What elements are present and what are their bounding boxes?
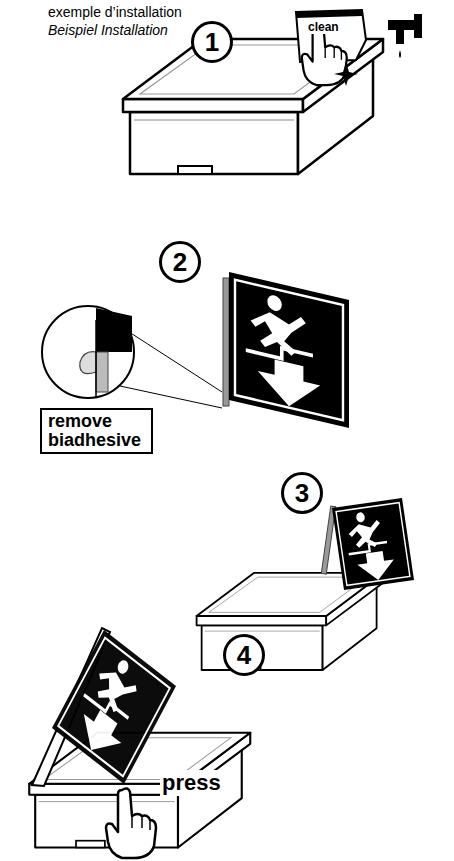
step-number: 3 [281, 472, 323, 514]
instruction-box: remove biadhesive [40, 408, 153, 454]
step-number-text: 1 [205, 29, 219, 55]
action-label: press [160, 770, 223, 796]
step-number-text: 3 [295, 480, 309, 506]
caption-german: Beispiel Installation [46, 22, 170, 38]
caption-french: exemple d’installation [46, 4, 184, 20]
step-number: 1 [191, 21, 233, 63]
step-number: 4 [223, 634, 265, 676]
cloth-label: clean [306, 20, 341, 34]
instruction-text: remove biadhesive [48, 412, 145, 450]
step-number-text: 2 [173, 249, 187, 275]
step-number: 2 [159, 241, 201, 283]
step-number-text: 4 [237, 642, 251, 668]
